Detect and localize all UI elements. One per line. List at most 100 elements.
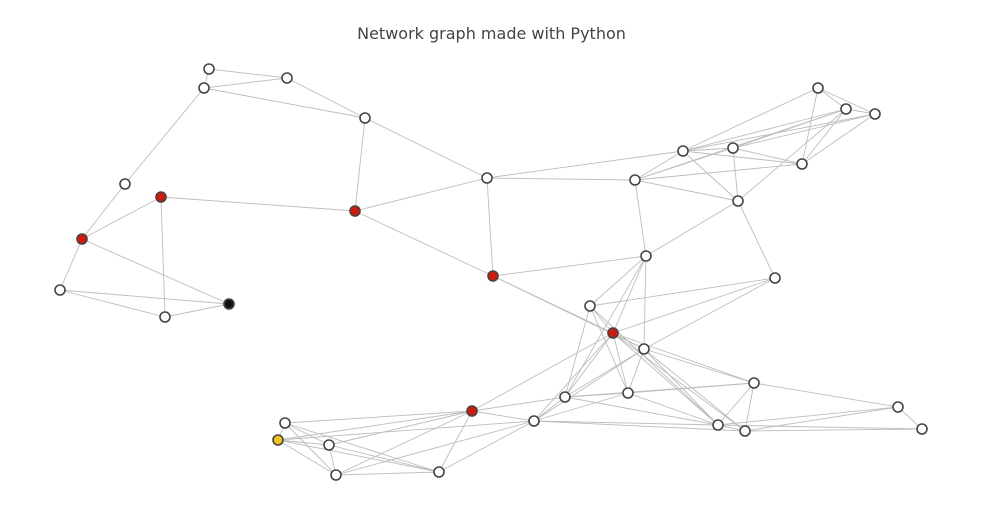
node-13[interactable] (629, 174, 641, 186)
node-16[interactable] (796, 158, 808, 170)
edge-33-39 (438, 420, 535, 473)
edge-28-29 (717, 382, 755, 426)
edge-24-26 (564, 332, 614, 398)
edge-24-33 (533, 332, 614, 422)
node-9[interactable] (159, 311, 171, 323)
node-26[interactable] (559, 391, 571, 403)
edge-8-10 (59, 289, 230, 305)
node-1[interactable] (281, 72, 293, 84)
edge-27-33 (533, 392, 629, 422)
edge-20-22 (737, 200, 776, 279)
edge-17-19 (817, 87, 876, 115)
edge-11-14 (486, 150, 684, 179)
edge-6-11 (354, 177, 488, 212)
node-32[interactable] (916, 423, 928, 435)
edge-3-11 (364, 117, 488, 179)
edge-25-29 (643, 348, 719, 426)
edge-11-12 (486, 177, 494, 277)
edge-23-27 (589, 305, 629, 394)
edge-15-16 (732, 147, 803, 165)
edge-25-26 (564, 348, 645, 398)
edge-15-20 (732, 147, 739, 202)
edge-28-30 (744, 382, 755, 432)
node-19[interactable] (869, 108, 881, 120)
node-23[interactable] (584, 300, 596, 312)
edge-5-9 (160, 196, 166, 318)
node-31[interactable] (892, 401, 904, 413)
edge-15-19 (732, 113, 876, 149)
node-28[interactable] (748, 377, 760, 389)
edge-21-24 (612, 255, 647, 334)
node-24[interactable] (607, 327, 619, 339)
node-29[interactable] (712, 419, 724, 431)
node-35[interactable] (279, 417, 291, 429)
node-6[interactable] (349, 205, 361, 217)
edge-34-35 (284, 410, 473, 424)
node-21[interactable] (640, 250, 652, 262)
edge-23-29 (589, 305, 719, 426)
edge-33-38 (335, 420, 535, 476)
node-11[interactable] (481, 172, 493, 184)
node-12[interactable] (487, 270, 499, 282)
node-38[interactable] (330, 469, 342, 481)
edge-2-3 (203, 87, 366, 119)
node-7[interactable] (76, 233, 88, 245)
edge-29-31 (717, 406, 899, 426)
node-8[interactable] (54, 284, 66, 296)
edge-17-18 (817, 87, 847, 110)
edge-14-16 (682, 150, 803, 165)
edge-33-36 (277, 420, 535, 441)
node-36[interactable] (272, 434, 284, 446)
edge-33-29 (533, 420, 719, 426)
edge-25-33 (533, 348, 645, 422)
edge-9-10 (164, 303, 230, 318)
edge-23-24 (589, 305, 614, 334)
edge-8-9 (59, 289, 166, 318)
node-39[interactable] (433, 466, 445, 478)
edge-24-34 (471, 332, 614, 412)
node-25[interactable] (638, 343, 650, 355)
edge-16-17 (801, 87, 819, 165)
node-18[interactable] (840, 103, 852, 115)
node-33[interactable] (528, 415, 540, 427)
edge-1-2 (203, 77, 288, 89)
edge-18-20 (737, 108, 847, 202)
edge-36-38 (277, 439, 337, 476)
node-3[interactable] (359, 112, 371, 124)
node-4[interactable] (119, 178, 131, 190)
edge-33-34 (471, 410, 535, 422)
node-20[interactable] (732, 195, 744, 207)
node-5[interactable] (155, 191, 167, 203)
edge-5-6 (160, 196, 356, 212)
edge-34-38 (335, 410, 473, 476)
edge-13-16 (634, 163, 803, 181)
node-30[interactable] (739, 425, 751, 437)
edge-38-39 (335, 471, 440, 476)
edge-15-18 (732, 108, 847, 149)
edge-22-24 (612, 277, 776, 334)
node-10[interactable] (223, 298, 235, 310)
node-0[interactable] (203, 63, 215, 75)
node-37[interactable] (323, 439, 335, 451)
edge-29-32 (717, 424, 923, 430)
edge-14-15 (682, 147, 734, 152)
node-22[interactable] (769, 272, 781, 284)
edge-34-36 (277, 410, 473, 441)
node-34[interactable] (466, 405, 478, 417)
edge-21-26 (564, 255, 647, 398)
edge-4-7 (81, 183, 126, 240)
node-14[interactable] (677, 145, 689, 157)
edge-1-3 (286, 77, 366, 119)
edge-2-4 (124, 87, 205, 185)
edge-5-7 (81, 196, 162, 240)
node-27[interactable] (622, 387, 634, 399)
node-17[interactable] (812, 82, 824, 94)
edge-24-29 (612, 332, 719, 426)
edge-6-12 (354, 210, 494, 277)
edge-26-34 (471, 396, 566, 412)
node-2[interactable] (198, 82, 210, 94)
edge-25-30 (643, 348, 746, 432)
edge-13-21 (634, 179, 647, 257)
node-15[interactable] (727, 142, 739, 154)
edge-35-38 (284, 422, 337, 476)
